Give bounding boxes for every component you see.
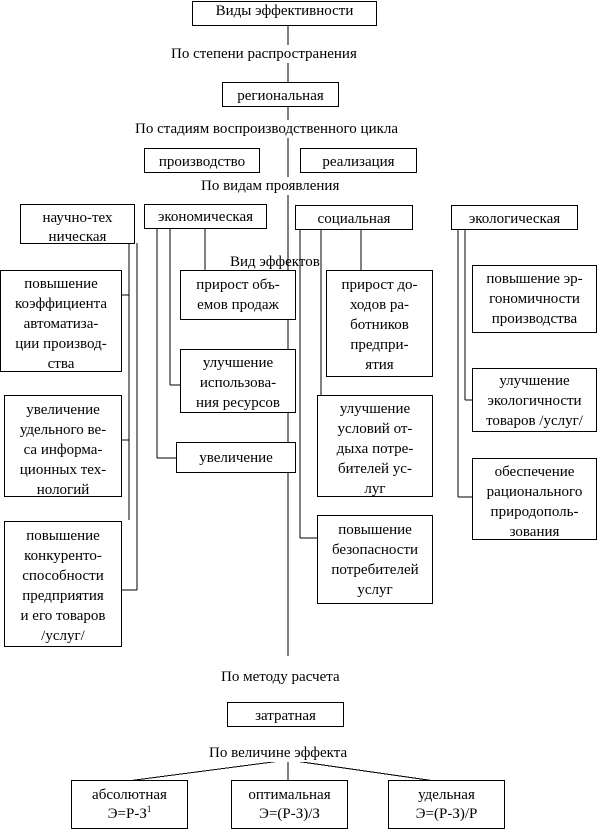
economic-item-3: увеличение [176,442,296,473]
scientific-item-2: увеличение удельного ве- са информа- цио… [4,395,122,497]
costly-text: затратная [255,708,316,724]
scientific-box: научно-техническая [20,204,135,244]
optimal-name: оптимальная [248,787,331,803]
specific-name: удельная [418,787,475,803]
absolute-box: абсолютная Э=Р-З1 [71,780,188,829]
ecological-item-1: повышение эр- гономичности производства [472,265,597,333]
social-item-1: прирост до- ходов ра- ботников предпри- … [326,270,433,377]
social-item-2: улучшение условий от- дыха потре- бителе… [317,395,433,497]
scientific-item-3: повышение конкуренто- способности предпр… [4,521,122,647]
economic-item-2: улучшение использова- ния ресурсов [180,349,296,413]
level5-label: По величине эффекта [208,744,349,762]
level1-label: По степени распространения [170,45,358,63]
social-box: социальная [295,205,413,230]
optimal-formula: Э=(Р-З)/З [259,806,320,822]
level3-label: По видам проявления [200,177,341,195]
scientific-item-1: повышение коэффициента автоматиза- ции п… [0,270,122,372]
ecological-title: экологическая [468,211,561,227]
specific-box: удельная Э=(Р-З)/Р [388,780,505,829]
economic-box: экономическая [144,204,267,229]
optimal-box: оптимальная Э=(Р-З)/З [231,780,348,829]
economic-item-1: прирост объ- емов продаж [180,270,296,320]
ecological-item-2: улучшение экологичности товаров /услуг/ [472,368,597,432]
realization-box: реализация [300,148,417,173]
regional-text: региональная [237,88,324,104]
regional-box: региональная [222,82,339,107]
effect-label: Вид эффектов [230,254,320,270]
production-text: производство [158,154,246,170]
ecological-item-3: обеспечение рационального природополь- з… [472,458,597,540]
social-item-3: повышение безопасности потребителей услу… [317,515,433,604]
ecological-box: экологическая [451,205,578,230]
economic-title: экономическая [157,209,254,225]
absolute-formula: Э=Р-З [107,806,147,822]
root-box: Виды эффективности [192,1,377,26]
level4-label: По методу расчета [220,668,341,686]
costly-box: затратная [227,702,344,727]
scientific-title: научно-техническая [42,210,113,244]
absolute-formula-line: Э=Р-З1 [72,805,187,824]
absolute-name: абсолютная [92,787,167,803]
absolute-superscript: 1 [146,804,152,814]
social-title: социальная [317,211,391,227]
level2-label: По стадиям воспроизводственного цикла [134,120,400,138]
specific-formula: Э=(Р-З)/Р [415,806,478,822]
realization-text: реализация [322,154,395,170]
root-text: Виды эффективности [215,3,354,19]
production-box: производство [144,148,260,173]
